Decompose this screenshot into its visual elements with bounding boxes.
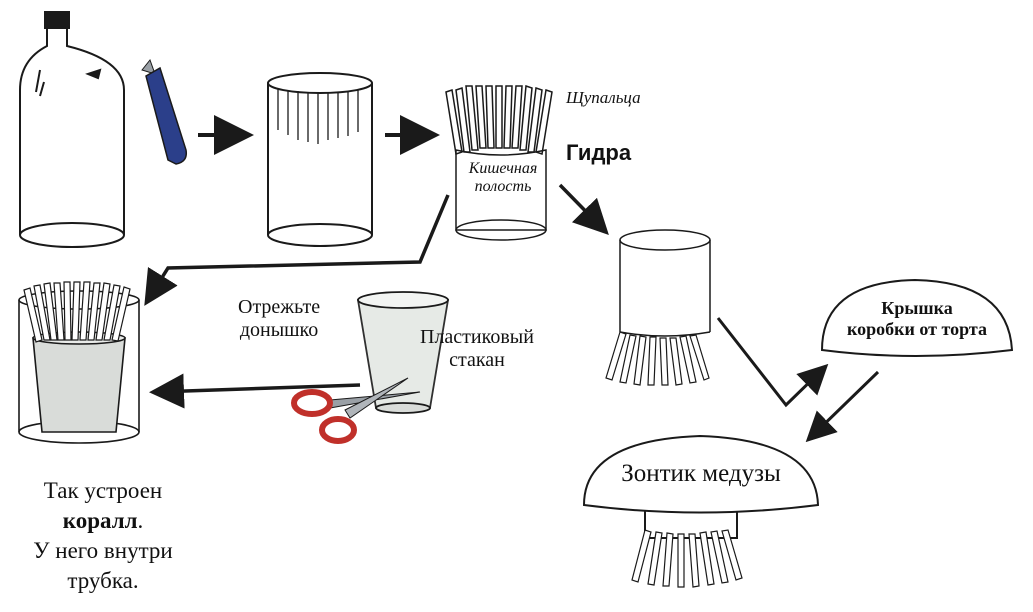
label-coral-line1: Так устроен: [43, 478, 163, 503]
label-cut-bottom-line1: Отрежьте: [238, 296, 321, 318]
label-coral-line4: трубка.: [67, 567, 139, 593]
label-coral-line3: У него внутри: [33, 537, 173, 563]
label-cut-bottom-line2: донышко: [239, 319, 319, 341]
plastic-cup: [356, 291, 450, 414]
label-coral-word: коралл: [62, 507, 138, 533]
label-hydra: Гидра: [566, 140, 632, 165]
label-cavity: Кишечная полость: [460, 160, 546, 197]
label-cut-bottom: Отрежьте донышко: [238, 296, 320, 342]
arrow-to-umbrella: [805, 370, 880, 443]
label-cake-lid-line2: коробки от торта: [847, 318, 987, 339]
arrow-to-medusa-body: [558, 183, 609, 236]
utility-knife: [141, 58, 188, 165]
bottle: [19, 11, 125, 248]
label-cavity-line1: Кишечная: [468, 160, 538, 177]
arrow-cup-to-coral: [149, 373, 361, 409]
medusa-body: [605, 229, 711, 386]
label-cavity-line2: полость: [474, 178, 532, 196]
label-plastic-cup-line2: стакан: [449, 349, 505, 371]
scissors: [291, 377, 421, 444]
label-umbrella: Зонтик медузы: [621, 460, 781, 487]
coral-model: [18, 281, 140, 444]
label-cake-lid-line1: Крышка: [881, 298, 953, 318]
cut-cylinder: [267, 72, 373, 247]
label-coral-dot: .: [137, 507, 144, 533]
arrow-to-cake-lid: [716, 317, 829, 408]
label-plastic-cup-line1: Пластиковый: [420, 326, 534, 348]
medusa-umbrella-model: [582, 434, 820, 588]
hydra-model: [445, 84, 553, 241]
label-tentacles: Щупальца: [566, 88, 641, 107]
label-plastic-cup: Пластиковый стакан: [420, 326, 534, 372]
label-coral: Так устроен коралл. У него внутри трубка…: [8, 476, 198, 596]
label-cake-lid: Крышка коробки от торта: [822, 298, 1012, 339]
arrow-to-coral: [144, 194, 450, 306]
cake-lid: [820, 278, 1014, 357]
label-coral-line2: коралл.: [8, 506, 198, 536]
